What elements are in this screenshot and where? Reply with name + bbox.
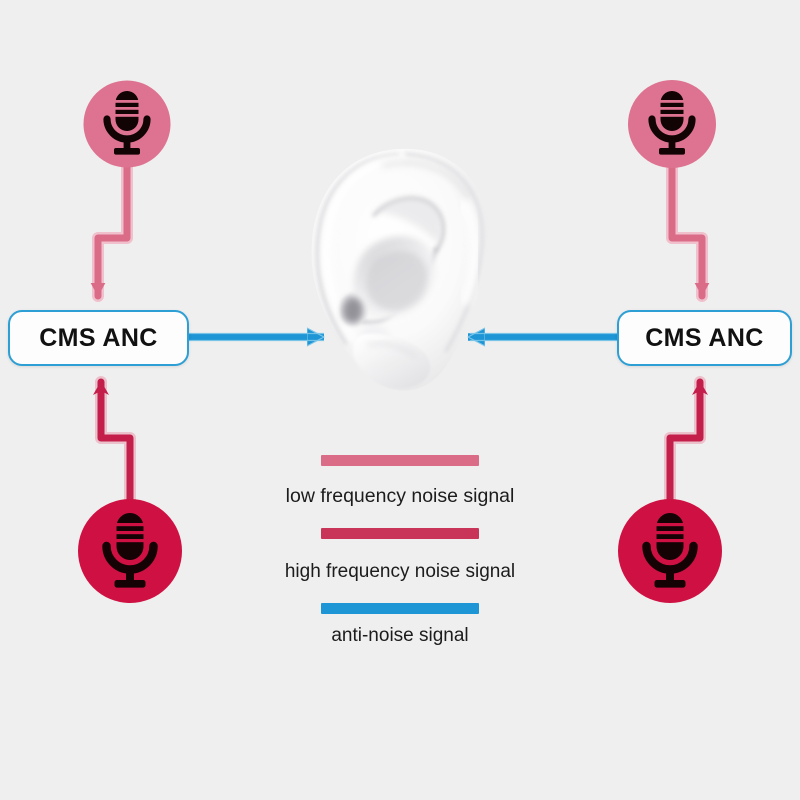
legend-label-high-frequency: high frequency noise signal — [284, 561, 516, 582]
anc-block-left-label: CMS ANC — [39, 323, 158, 352]
legend-swatch-anti-noise — [321, 603, 479, 614]
mic-bottom-left[interactable] — [78, 499, 182, 603]
arrow-anti-left — [189, 334, 324, 341]
arrow-top-left-down — [98, 154, 133, 302]
legend-label-anti-noise: anti-noise signal — [331, 625, 469, 646]
arrow-bottom-left-up — [93, 376, 136, 518]
legend-item-low-frequency: low frequency noise signal — [250, 455, 550, 508]
ear-illustration — [288, 145, 516, 395]
legend-swatch-high-frequency — [321, 528, 479, 539]
anc-block-right[interactable]: CMS ANC — [617, 310, 792, 366]
mic-bottom-right[interactable] — [618, 499, 722, 603]
arrow-top-right-down — [666, 156, 702, 302]
legend-item-high-frequency: high frequency noise signal — [250, 508, 550, 583]
legend-item-anti-noise: anti-noise signal — [250, 583, 550, 647]
legend-label-low-frequency: low frequency noise signal — [285, 485, 515, 507]
anc-block-right-label: CMS ANC — [645, 323, 764, 352]
legend: low frequency noise signal high frequenc… — [250, 455, 550, 647]
anc-block-left[interactable]: CMS ANC — [8, 310, 189, 366]
arrow-bottom-right-up — [664, 376, 708, 518]
mic-top-left[interactable] — [83, 80, 171, 168]
legend-swatch-low-frequency — [321, 455, 479, 466]
mic-top-right[interactable] — [628, 80, 716, 168]
arrow-anti-right — [468, 334, 617, 341]
